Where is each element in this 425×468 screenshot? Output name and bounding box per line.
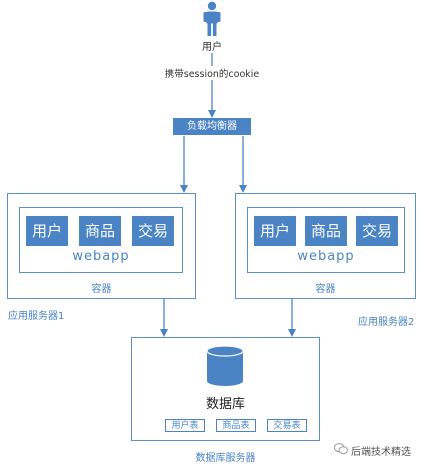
webapp-label: webapp	[72, 249, 130, 264]
database-icon	[206, 345, 244, 386]
watermark-text: 后端技术精选	[351, 447, 411, 458]
webapp-label: webapp	[297, 249, 355, 264]
container-label: 容器	[91, 284, 112, 295]
module-trade[interactable]: 交易	[356, 216, 398, 246]
module-product[interactable]: 商品	[79, 216, 121, 246]
webapp-box-2[interactable]: 用户 商品 交易 webapp	[247, 207, 405, 273]
webapp-box-1[interactable]: 用户 商品 交易 webapp	[19, 207, 183, 273]
wechat-icon	[334, 443, 348, 455]
module-user[interactable]: 用户	[26, 216, 68, 246]
db-server-caption: 数据库服务器	[195, 453, 256, 464]
table-product[interactable]: 商品表	[216, 419, 256, 432]
db-label: 数据库	[205, 397, 245, 412]
app-server-1-caption: 应用服务器1	[8, 311, 65, 322]
table-trade[interactable]: 交易表	[267, 419, 307, 432]
container-label: 容器	[315, 284, 336, 295]
app-server-2-caption: 应用服务器2	[358, 317, 415, 328]
module-product[interactable]: 商品	[305, 216, 347, 246]
table-user[interactable]: 用户表	[165, 419, 205, 432]
user-icon	[203, 1, 221, 36]
app-server-2[interactable]: 用户 商品 交易 webapp 容器	[235, 193, 416, 299]
module-user[interactable]: 用户	[254, 216, 296, 246]
user-label: 用户	[202, 42, 222, 53]
app-server-1[interactable]: 用户 商品 交易 webapp 容器	[7, 193, 196, 299]
db-server[interactable]: 数据库 用户表 商品表 交易表	[131, 337, 320, 441]
module-trade[interactable]: 交易	[132, 216, 174, 246]
load-balancer[interactable]: 负载均衡器	[173, 118, 251, 135]
edge-label-session-cookie: 携带session的cookie	[150, 66, 274, 80]
